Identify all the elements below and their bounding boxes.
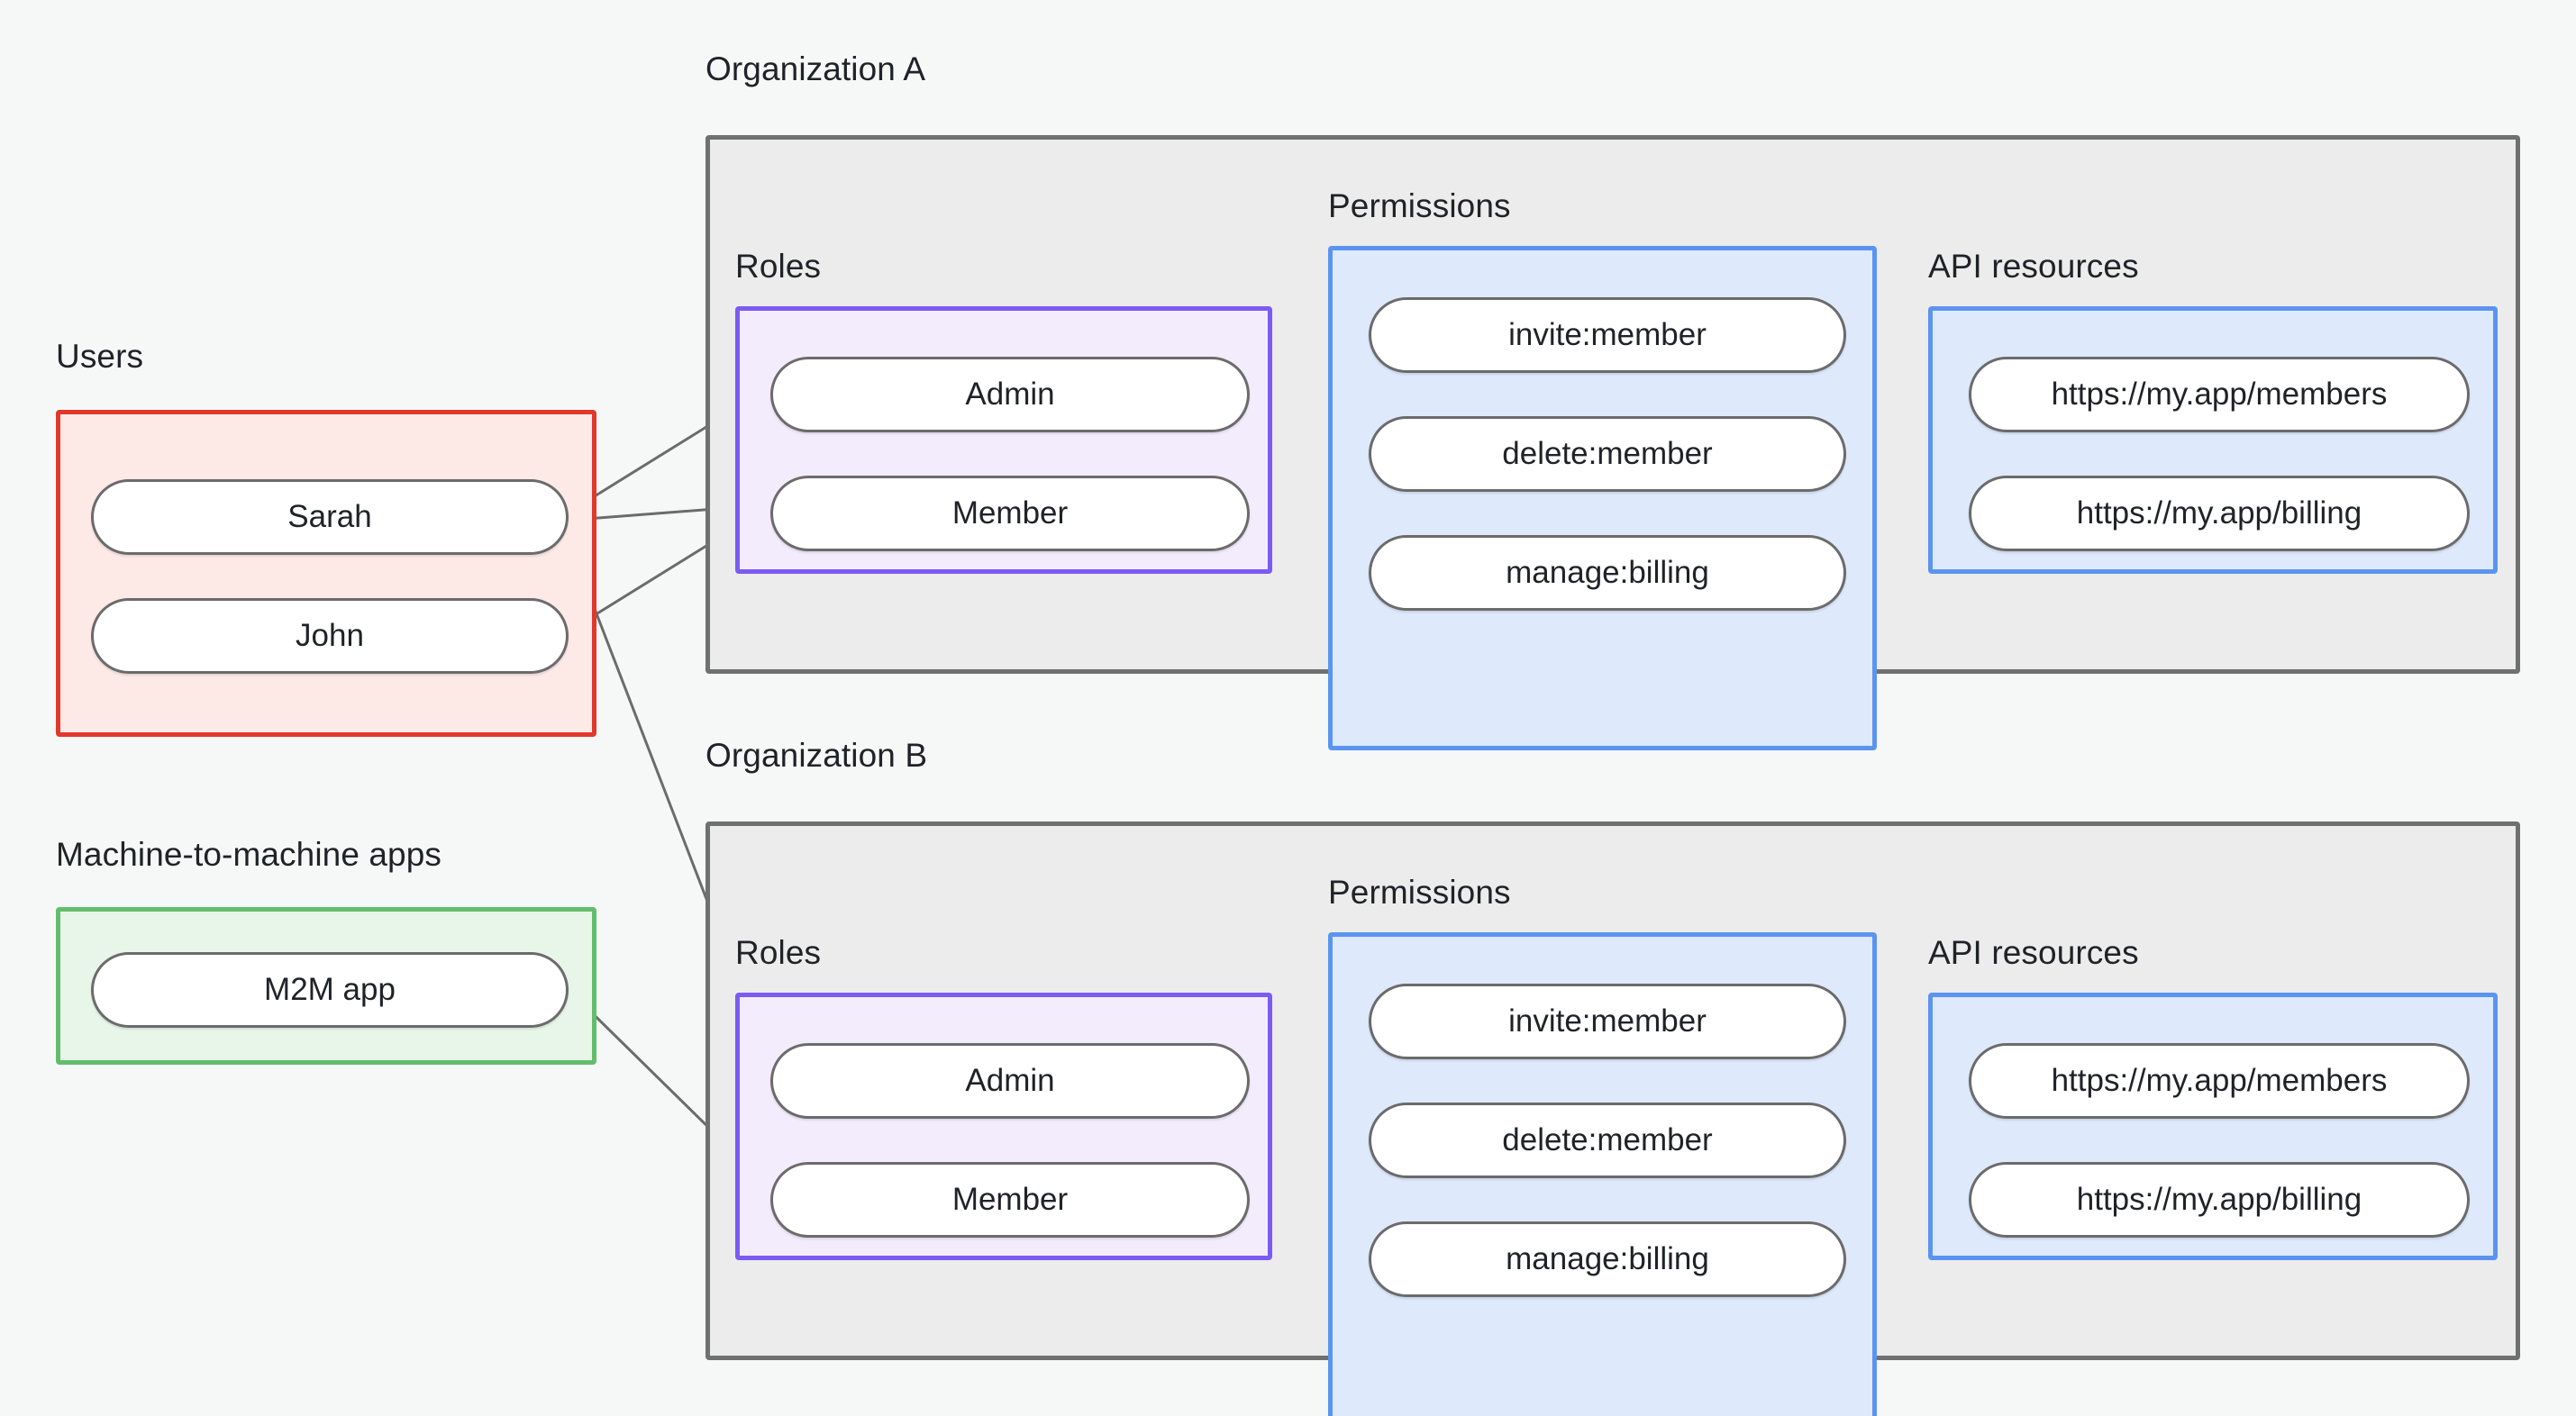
machine-to-machine-caption: Machine-to-machine apps [56, 836, 442, 873]
organization-a-roles-caption: Roles [735, 248, 822, 285]
organization-a-role-admin[interactable]: Admin [770, 357, 1250, 432]
organization-b-permission-manage-billing[interactable]: manage:billing [1369, 1221, 1846, 1297]
organization-a-roles-group: Admin Member [735, 306, 1272, 574]
organization-b-role-member[interactable]: Member [770, 1162, 1250, 1238]
organization-b-permissions-caption: Permissions [1328, 874, 1511, 911]
organization-a-api-resources-caption: API resources [1928, 248, 2139, 285]
organization-a-api-resource-members[interactable]: https://my.app/members [1969, 357, 2470, 432]
organization-a-role-member[interactable]: Member [770, 476, 1250, 551]
organization-b-api-resources-group: https://my.app/members https://my.app/bi… [1928, 993, 2498, 1260]
users-caption: Users [56, 338, 144, 375]
organization-a-permissions-caption: Permissions [1328, 187, 1511, 224]
organization-b-caption: Organization B [705, 737, 928, 774]
user-node-sarah[interactable]: Sarah [91, 479, 569, 555]
organization-b-group: Roles Admin Member Permissions invite:me… [705, 821, 2520, 1416]
organization-b-roles-caption: Roles [735, 934, 822, 971]
organization-b-api-resources-caption: API resources [1928, 934, 2139, 971]
user-node-john[interactable]: John [91, 598, 569, 674]
organization-a-permission-invite-member[interactable]: invite:member [1369, 297, 1846, 373]
organization-b-api-resource-billing[interactable]: https://my.app/billing [1969, 1162, 2470, 1238]
organization-a-permission-delete-member[interactable]: delete:member [1369, 416, 1846, 492]
organization-a-api-resource-billing[interactable]: https://my.app/billing [1969, 476, 2470, 551]
organization-a-permission-manage-billing[interactable]: manage:billing [1369, 535, 1846, 611]
organization-a-group: Roles Admin Member Permissions invite:me… [705, 135, 2520, 750]
organization-b-roles-group: Admin Member [735, 993, 1272, 1260]
m2m-node-m2m-app[interactable]: M2M app [91, 952, 569, 1028]
organization-b-api-resource-members[interactable]: https://my.app/members [1969, 1043, 2470, 1119]
organization-b-role-admin[interactable]: Admin [770, 1043, 1250, 1119]
organization-a-api-resources-group: https://my.app/members https://my.app/bi… [1928, 306, 2498, 574]
organization-a-caption: Organization A [705, 50, 926, 87]
organization-b-permissions-group: invite:member delete:member manage:billi… [1328, 932, 1877, 1416]
machine-to-machine-group: M2M app [56, 907, 596, 1065]
organization-b-permission-invite-member[interactable]: invite:member [1369, 984, 1846, 1059]
users-group: Sarah John [56, 410, 596, 737]
organization-a-permissions-group: invite:member delete:member manage:billi… [1328, 246, 1877, 750]
organization-b-permission-delete-member[interactable]: delete:member [1369, 1103, 1846, 1178]
